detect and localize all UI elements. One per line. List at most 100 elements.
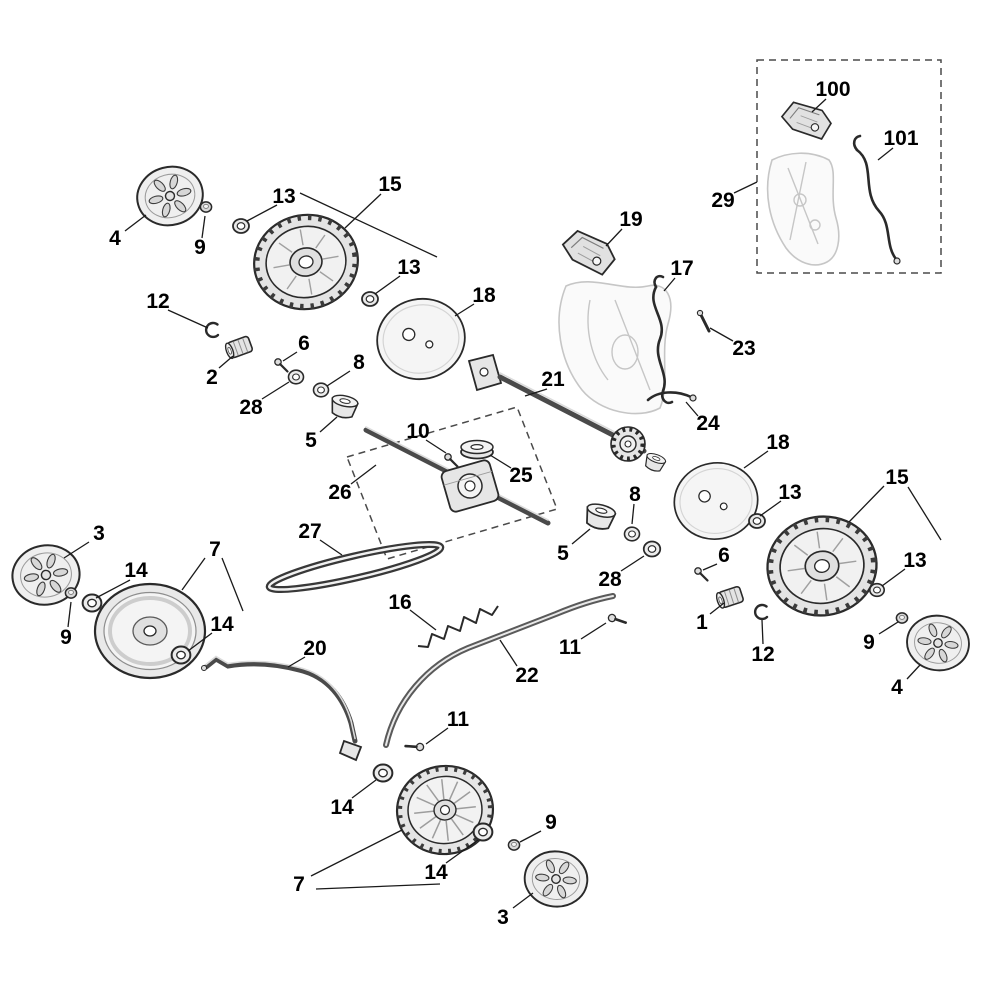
callout-12: 12 <box>751 643 774 666</box>
part-19-handle-bracket <box>560 226 618 280</box>
leader-line-3 <box>63 541 90 559</box>
leader-line-22 <box>499 639 518 667</box>
leader-line-15 <box>299 192 438 258</box>
part-11-bolt-right <box>606 609 628 628</box>
callout-24: 24 <box>696 412 720 435</box>
callout-16: 16 <box>388 591 411 614</box>
callout-28: 28 <box>598 568 622 591</box>
callout-3: 3 <box>93 522 105 545</box>
callout-9: 9 <box>545 811 557 834</box>
leader-line-24 <box>685 401 699 417</box>
callout-2: 2 <box>206 366 218 389</box>
part-7-wheel-front-left <box>93 582 207 680</box>
callout-9: 9 <box>863 631 875 654</box>
leader-line-25 <box>489 454 512 469</box>
leader-line-14 <box>351 779 377 799</box>
callout-5: 5 <box>557 542 569 565</box>
part-8-washer-right <box>623 526 641 542</box>
part-21-drive-gear <box>611 427 645 461</box>
part-6-screw-left <box>273 357 289 373</box>
leader-line-3 <box>512 892 534 909</box>
part-21-gear-hub <box>642 450 668 475</box>
part-101-brake-rod <box>852 134 901 265</box>
leader-line-29 <box>733 181 758 194</box>
callout-17: 17 <box>670 257 693 280</box>
callout-6: 6 <box>298 332 310 355</box>
leader-line-5 <box>571 528 591 545</box>
leader-line-15 <box>344 193 382 229</box>
leader-line-17 <box>663 277 676 292</box>
part-15-wheel-right <box>761 510 883 623</box>
part-20-front-axle <box>201 655 363 762</box>
part-5-hub-left <box>328 392 360 421</box>
leader-line-12 <box>167 309 209 329</box>
callout-13: 13 <box>397 256 420 279</box>
leader-line-4 <box>906 664 921 680</box>
leader-line-11 <box>580 622 607 640</box>
leader-line-13 <box>881 568 906 587</box>
part-24-rod <box>646 391 697 402</box>
part-11-bolt-left <box>403 736 427 758</box>
leader-line-9 <box>67 601 72 628</box>
leader-line-13 <box>374 275 401 295</box>
part-27-v-belt <box>265 540 445 594</box>
callout-15: 15 <box>378 173 402 196</box>
leader-line-6 <box>702 563 718 571</box>
leader-line-100 <box>811 98 827 113</box>
leader-line-101 <box>877 147 894 161</box>
callout-101: 101 <box>883 127 918 150</box>
leader-line-13 <box>246 204 278 222</box>
leader-line-26 <box>350 464 377 485</box>
leader-line-4 <box>124 214 147 232</box>
part-14-washer-bottom-inner <box>472 822 494 842</box>
leader-line-27 <box>319 539 343 556</box>
part-9-cap-right <box>895 612 909 624</box>
part-3-wheel-cover-front-left <box>6 539 86 611</box>
callout-14: 14 <box>424 861 448 884</box>
leader-line-7 <box>181 557 206 591</box>
leader-line-28 <box>620 555 645 572</box>
part-4-wheel-cover-left <box>129 158 211 234</box>
callout-11: 11 <box>447 708 470 731</box>
part-28-washer-left <box>287 369 305 385</box>
callout-14: 14 <box>124 559 148 582</box>
leader-line-7 <box>310 829 403 877</box>
part-15-wheel-left <box>247 207 366 318</box>
callout-29: 29 <box>711 189 734 212</box>
callout-3: 3 <box>497 906 509 929</box>
callout-23: 23 <box>732 337 755 360</box>
callout-15: 15 <box>885 466 909 489</box>
part-8-washer-left <box>312 382 330 398</box>
callout-14: 14 <box>330 796 354 819</box>
callout-18: 18 <box>766 431 790 454</box>
leader-line-14 <box>95 579 131 599</box>
callout-4: 4 <box>891 676 903 699</box>
leader-line-15 <box>848 485 885 523</box>
leader-line-21 <box>524 388 548 397</box>
callout-13: 13 <box>903 549 926 572</box>
leader-line-5 <box>319 416 338 433</box>
leader-line-13 <box>759 500 782 517</box>
parts-layer <box>6 59 974 911</box>
leader-line-11 <box>425 727 449 745</box>
callout-28: 28 <box>239 396 263 419</box>
leader-line-15 <box>907 486 942 541</box>
option-box-outline <box>756 59 942 274</box>
part-2-adjuster-left <box>223 334 254 361</box>
part-7-wheel-bottom <box>393 761 498 859</box>
callout-20: 20 <box>303 637 326 660</box>
leader-line-1 <box>709 602 725 615</box>
part-16-spring <box>417 605 499 648</box>
callout-4: 4 <box>109 227 121 250</box>
callout-18: 18 <box>472 284 496 307</box>
callout-27: 27 <box>298 520 321 543</box>
leader-line-18 <box>454 303 475 317</box>
leader-line-16 <box>409 609 437 631</box>
leader-line-6 <box>282 351 298 362</box>
leader-line-9 <box>519 830 542 843</box>
leader-line-9 <box>201 215 206 239</box>
callout-13: 13 <box>272 185 295 208</box>
callout-21: 21 <box>541 368 565 391</box>
